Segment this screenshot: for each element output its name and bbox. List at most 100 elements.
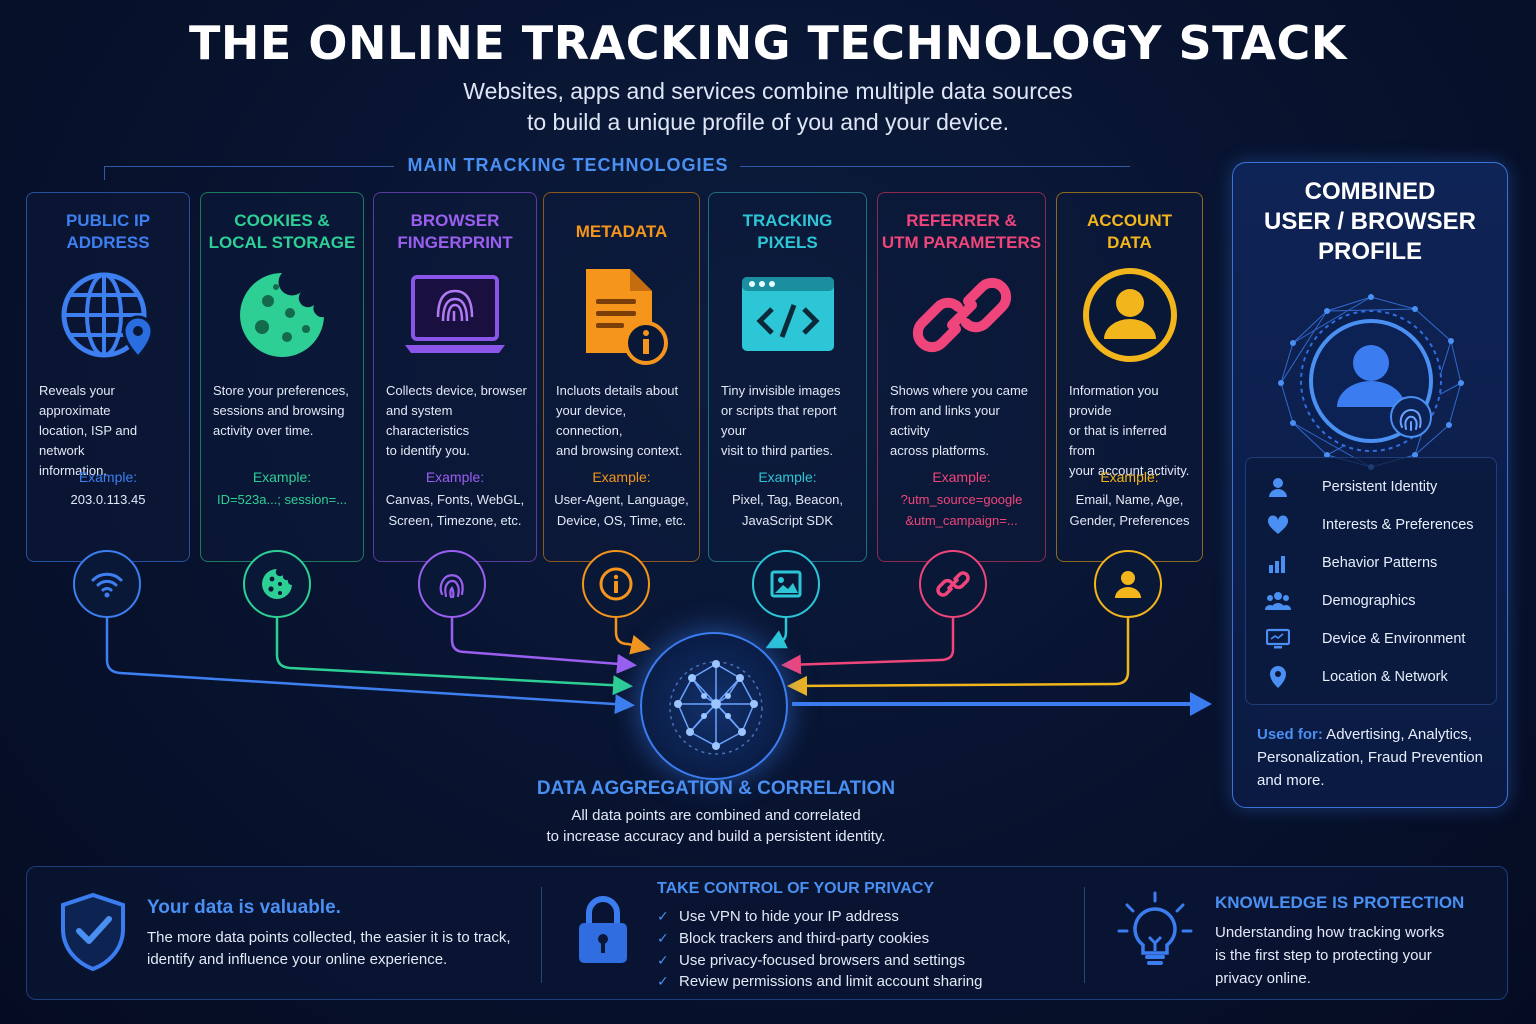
example-line: Email, Name, Age, (1075, 492, 1184, 507)
monitor-icon (1266, 628, 1290, 649)
desc-line: Tiny invisible images (721, 383, 841, 398)
link-icon (936, 571, 970, 597)
desc-line: or that is inferred from (1069, 423, 1167, 458)
section-bracket-left (104, 166, 394, 167)
node-public-ip (73, 550, 141, 618)
example-line: 203.0.113.45 (70, 492, 146, 507)
desc-line: or scripts that report your (721, 403, 837, 438)
profile-identity-graphic (1278, 294, 1464, 470)
example-label: Example: (592, 469, 651, 485)
desc-line: sessions and browsing (213, 403, 345, 418)
laptop-fingerprint-icon (405, 275, 505, 353)
desc-line: your device, connection, (556, 403, 627, 438)
example-line: Gender, Preferences (1069, 513, 1190, 528)
privacy-tip-text: Use VPN to hide your IP address (679, 908, 899, 926)
desc-line: Incluots details about (556, 383, 679, 398)
document-info-icon (585, 269, 668, 365)
node-metadata (582, 550, 650, 618)
combined-profile-panel: COMBINED USER / BROWSER PROFILE Persiste… (1232, 162, 1508, 808)
node-account (1094, 550, 1162, 618)
privacy-tip: ✓Block trackers and third-party cookies (657, 928, 982, 950)
profile-item-location: Location & Network (1254, 662, 1488, 692)
check-icon: ✓ (657, 951, 669, 968)
profile-title-line-2: USER / BROWSER (1263, 208, 1476, 235)
example-value: User-Agent, Language,Device, OS, Time, e… (552, 489, 691, 531)
knowledge-text: Understanding how tracking works is the … (1215, 921, 1444, 990)
flow-metadata (614, 618, 651, 655)
card-title-line-2: UTM PARAMETERS (881, 233, 1042, 252)
profile-item-demographics: Demographics (1254, 586, 1488, 616)
example-line: &utm_campaign=... (905, 513, 1018, 528)
privacy-tip: ✓Use VPN to hide your IP address (657, 906, 982, 928)
profile-item-behavior: Behavior Patterns (1254, 548, 1488, 578)
card-description: Reveals your approximate location, ISP a… (39, 381, 181, 481)
example-value: 203.0.113.45 (35, 489, 181, 510)
lightbulb-icon (1117, 891, 1193, 965)
desc-line: information. (39, 463, 107, 478)
card-title: REFERRER &UTM PARAMETERS (878, 207, 1045, 257)
person-icon (1269, 478, 1287, 497)
profile-used-for: Used for: Advertising, Analytics, Person… (1257, 723, 1493, 792)
card-description: Tiny invisible images or scripts that re… (721, 381, 858, 461)
privacy-tip-text: Use privacy-focused browsers and setting… (679, 951, 965, 969)
card-title: METADATA (544, 207, 699, 257)
node-tracking-pixels (752, 550, 820, 618)
example-label: Example: (78, 469, 138, 485)
location-pin-icon (1270, 666, 1286, 688)
bottom-info-bar: Your data is valuable. The more data poi… (26, 866, 1508, 1000)
example-line: User-Agent, Language, (554, 492, 689, 507)
card-title-line-2: DATA (1107, 233, 1152, 252)
cookie-icon (240, 273, 324, 357)
page-title: THE ONLINE TRACKING TECHNOLOGY STACK (189, 16, 1347, 70)
card-description: Store your preferences, sessions and bro… (213, 381, 355, 441)
profile-item-label: Persistent Identity (1322, 479, 1438, 495)
code-window-icon (741, 277, 834, 351)
card-title: COOKIES &LOCAL STORAGE (201, 207, 363, 257)
desc-line: from and links your activity (890, 403, 1000, 438)
example-value: Email, Name, Age, Gender, Preferences (1065, 489, 1194, 531)
profile-attributes-list: Persistent Identity Interests & Preferen… (1245, 457, 1497, 705)
heart-icon (1267, 515, 1289, 534)
card-title: TRACKING PIXELS (709, 207, 866, 257)
privacy-tip: ✓ Use privacy-focused browsers and settin… (657, 949, 982, 971)
profile-item-persistent-identity: Persistent Identity (1254, 472, 1488, 502)
example-value: ID=523a...; session=... (209, 489, 355, 510)
privacy-tip-text: Block trackers and third-party cookies (679, 930, 930, 948)
user-circle-icon (1082, 268, 1177, 362)
desc-line: Information you provide (1069, 383, 1159, 418)
valuable-line-2: identify and influence your online exper… (147, 951, 448, 968)
example-line: Pixel, Tag, Beacon, (731, 492, 844, 507)
aggregation-hub (640, 632, 788, 780)
card-title-line-2: LOCAL STORAGE (208, 233, 356, 252)
card-title-line-2: PIXELS (757, 233, 818, 252)
hub-desc-line-1: All data points are combined and correla… (571, 807, 861, 824)
card-title-line-1: METADATA (575, 222, 668, 241)
card-title-line-1: PUBLIC IP (65, 211, 151, 230)
info-icon (599, 567, 633, 601)
profile-item-device: Device & Environment (1254, 624, 1488, 654)
privacy-heading: TAKE CONTROL OF YOUR PRIVACY (657, 880, 935, 897)
profile-title: COMBINED USER / BROWSER PROFILE (1233, 177, 1507, 267)
card-metadata: METADATA Incluots details about your dev… (543, 192, 700, 562)
used-for-line-2: Personalization, Fraud Prevention (1257, 749, 1483, 766)
card-referrer-utm: REFERRER &UTM PARAMETERS Shows where you… (877, 192, 1046, 562)
profile-title-line-3: PROFILE (1317, 238, 1422, 265)
card-title-line-1: TRACKING (742, 211, 833, 230)
knowledge-line-1: Understanding how tracking works (1215, 924, 1445, 941)
privacy-tips-list: ✓Use VPN to hide your IP address ✓Block … (657, 906, 982, 993)
network-brain-icon (669, 660, 763, 755)
profile-item-label: Demographics (1322, 593, 1416, 609)
wifi-icon (91, 572, 123, 598)
card-description: Shows where you came from and links your… (890, 381, 1037, 461)
valuable-line-1: The more data points collected, the easi… (147, 929, 511, 946)
flow-fingerprint (450, 618, 637, 674)
cookie-icon (262, 569, 292, 599)
example-label: Example: (425, 469, 485, 485)
desc-line: Store your preferences, (213, 383, 349, 398)
desc-line: visit to third parties. (721, 443, 833, 458)
